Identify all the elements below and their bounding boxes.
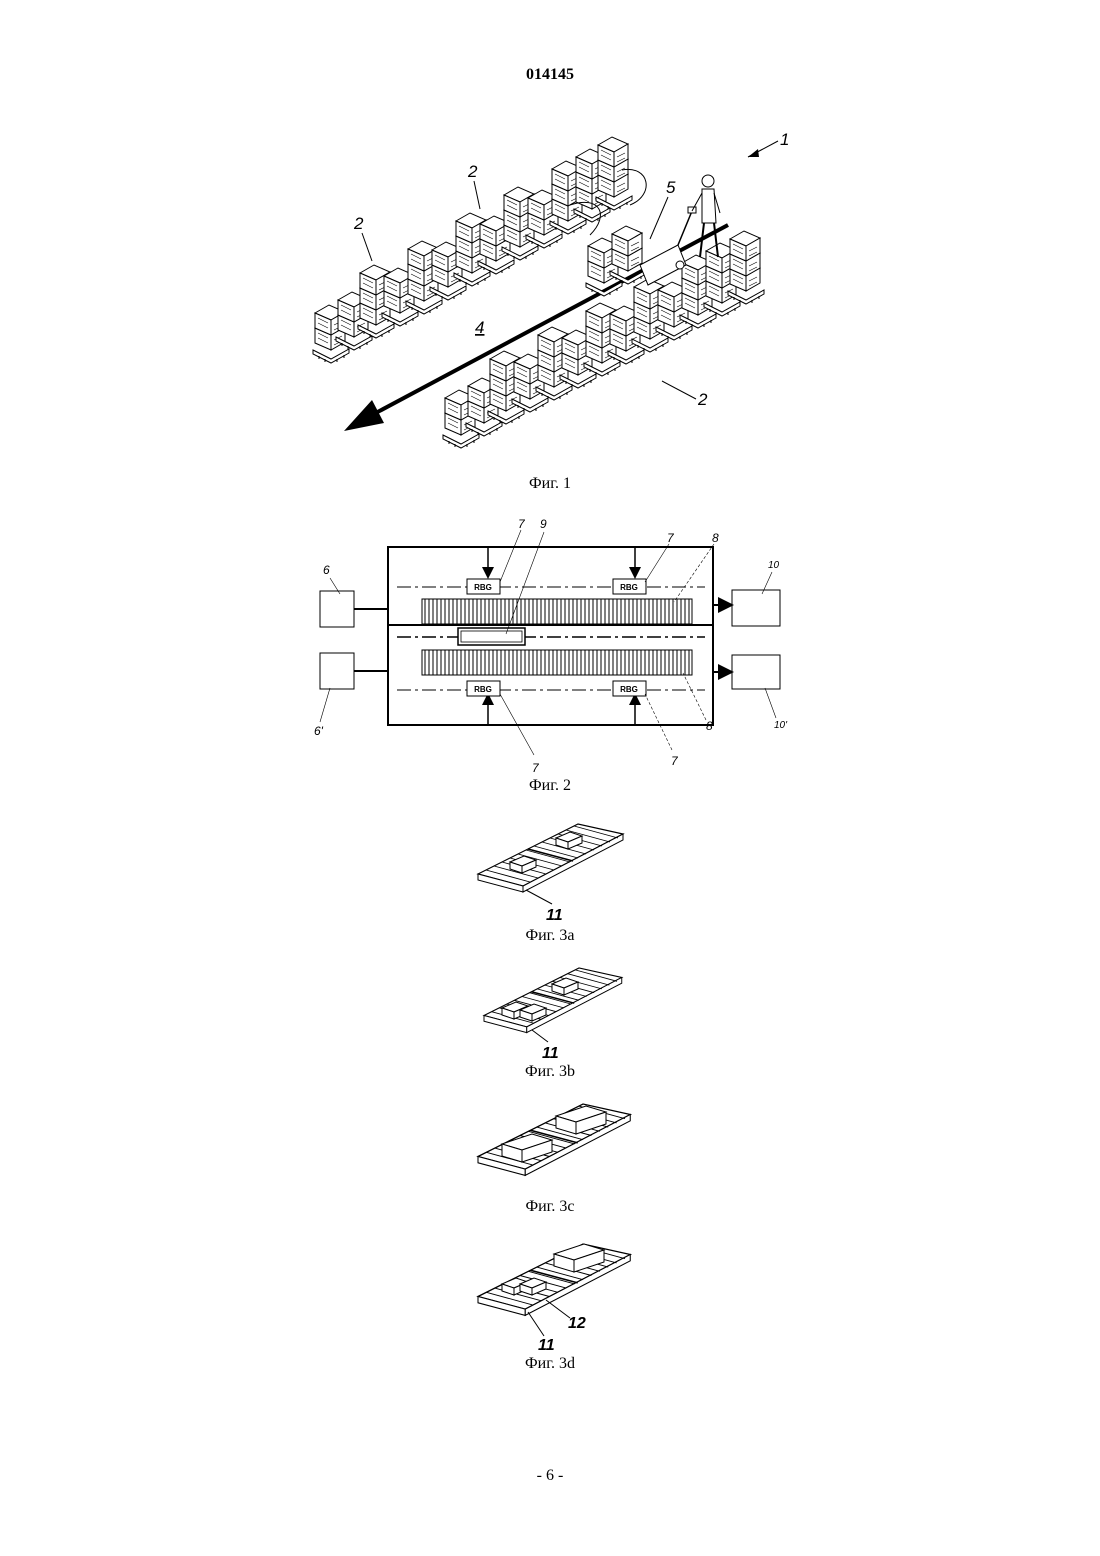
- fig2-label-input-b: 6': [314, 724, 324, 738]
- fig2-output-box-a: [732, 590, 780, 626]
- fig3d-tray-drawing: 12 11: [470, 1236, 640, 1356]
- fig3a-tray-drawing: 11: [470, 818, 630, 928]
- fig2-label-output-b: 10': [774, 720, 788, 731]
- fig1-label-rack-c: 2: [697, 390, 708, 409]
- fig2-label-rack: 8: [706, 719, 713, 733]
- fig1-label-rack-b: 2: [353, 214, 364, 233]
- fig1-label-assembly: 1: [780, 130, 789, 149]
- fig3b-label: 11: [542, 1045, 559, 1062]
- fig3d-label-11: 11: [538, 1337, 555, 1354]
- fig3b-tray-drawing: 11: [470, 960, 630, 1065]
- fig2-caption: Фиг. 2: [450, 777, 650, 795]
- fig2-input-box-a: [320, 591, 354, 627]
- fig1-label-aisle: 4: [475, 318, 484, 337]
- fig3d-label-12: 12: [568, 1315, 586, 1332]
- fig2-rbg-label: RBG: [474, 583, 492, 592]
- fig2-label-output-a: 10: [768, 560, 780, 571]
- fig1-label-truck: 5: [666, 178, 676, 197]
- fig2-rbg-label: RBG: [474, 685, 492, 694]
- fig2-label-rbg: 7: [518, 517, 526, 531]
- fig2-label-vehicle: 9: [540, 517, 547, 531]
- fig2-rack-lower: [422, 650, 692, 675]
- fig3a-label: 11: [546, 907, 563, 924]
- fig2-rack-upper: [422, 599, 692, 624]
- fig2-label-rack: 8: [712, 531, 719, 545]
- worker: [692, 175, 720, 257]
- fig3c-tray-drawing: [470, 1098, 640, 1198]
- fig1-label-rack-a: 2: [467, 162, 478, 181]
- fig2-input-box-b: [320, 653, 354, 689]
- fig2-rbg-label: RBG: [620, 583, 638, 592]
- fig1-warehouse-illustration: 1 2 2 2 4 5: [300, 115, 800, 475]
- fig1-caption: Фиг. 1: [450, 475, 650, 493]
- fig2-frame: [388, 547, 713, 725]
- fig2-label-rbg: 7: [671, 754, 679, 768]
- fig2-label-input-a: 6: [323, 563, 330, 577]
- fig2-label-rbg: 7: [667, 531, 675, 545]
- fig3a-caption: Фиг. 3a: [450, 927, 650, 945]
- fig2-output-box-b: [732, 655, 780, 689]
- fig3b-caption: Фиг. 3b: [450, 1063, 650, 1081]
- fig2-rbg-label: RBG: [620, 685, 638, 694]
- page-number: - 6 -: [0, 1467, 1100, 1485]
- fig2-system-diagram: RBG RBG RBG RBG 7 9 7 8 10 6 6' 8 10' 7 …: [300, 510, 800, 775]
- fig3d-caption: Фиг. 3d: [450, 1355, 650, 1373]
- fig3c-caption: Фиг. 3c: [450, 1198, 650, 1216]
- document-number: 014145: [0, 66, 1100, 84]
- fig2-label-rbg: 7: [532, 761, 540, 775]
